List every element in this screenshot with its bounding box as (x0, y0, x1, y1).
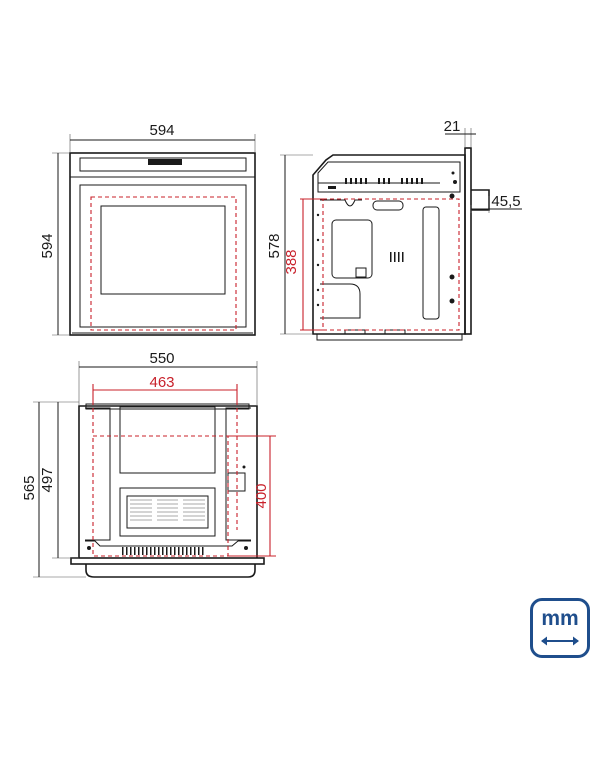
front-width-label: 594 (149, 122, 174, 139)
front-oven-outline (69, 152, 256, 336)
side-front-plate (464, 147, 472, 335)
front-control-panel (79, 157, 247, 172)
top-depth-outer-label: 565 (21, 475, 38, 500)
side-thickness-label: 21 (444, 118, 461, 135)
front-cutout-outline (90, 196, 237, 331)
side-view: 578 388 21 45,5 (266, 118, 522, 341)
top-oven-outline (78, 405, 258, 558)
front-height-label: 594 (39, 233, 56, 258)
top-cutout-outline (92, 435, 229, 557)
front-door (79, 184, 247, 328)
side-handle-label: 45,5 (491, 193, 520, 210)
unit-label: mm (541, 607, 579, 630)
side-height-label: 578 (266, 233, 283, 258)
front-display (148, 159, 182, 165)
top-cutout-depth-label: 400 (253, 483, 270, 508)
top-view: 550 463 565 497 400 (21, 350, 276, 578)
top-depth-inner-label: 497 (39, 467, 56, 492)
top-width-label: 550 (149, 350, 174, 367)
unit-badge: mm (530, 598, 590, 658)
top-cutout-width-label: 463 (149, 374, 174, 391)
front-window (100, 205, 226, 295)
double-arrow-icon (541, 636, 579, 646)
side-cutout-label: 388 (283, 249, 300, 274)
front-view: 594 594 (39, 122, 256, 336)
